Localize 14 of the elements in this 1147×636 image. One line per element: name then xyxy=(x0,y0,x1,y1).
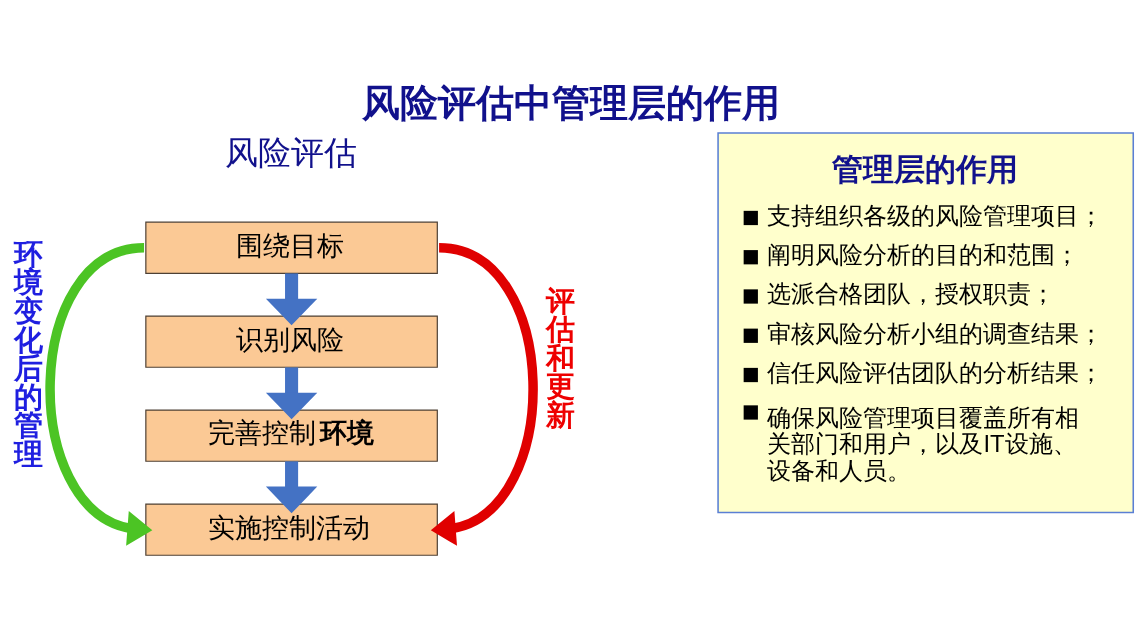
edge-label: 评估和更新 xyxy=(545,284,575,431)
arrow xyxy=(430,242,538,546)
arrow xyxy=(265,366,318,419)
node-box: 完善控制环境 xyxy=(145,409,438,462)
arrow xyxy=(45,242,153,546)
arrow xyxy=(265,272,318,325)
node-box: 识别风险 xyxy=(145,315,438,368)
label: 风险评估 xyxy=(224,133,357,171)
node-box: 管理层的作用 支持组织各级的风险管理项目； 阐明风险分析的目的和范围； 选派合格团队，授权职责； 审核风险分析小组的调查结果； 信任风险评估团队的分析结果； 确保风险管理项目覆盖所有相关部门和用户，以及IT设施、设备和人员。 xyxy=(717,131,1135,513)
node-box: 围绕目标 xyxy=(145,221,438,274)
edge-label: 环境变化后的管理 xyxy=(13,237,43,470)
diagram-title: 风险评估中管理层的作用 xyxy=(362,81,781,124)
arrow xyxy=(265,460,318,513)
node-box: 实施控制活动 xyxy=(145,503,438,556)
